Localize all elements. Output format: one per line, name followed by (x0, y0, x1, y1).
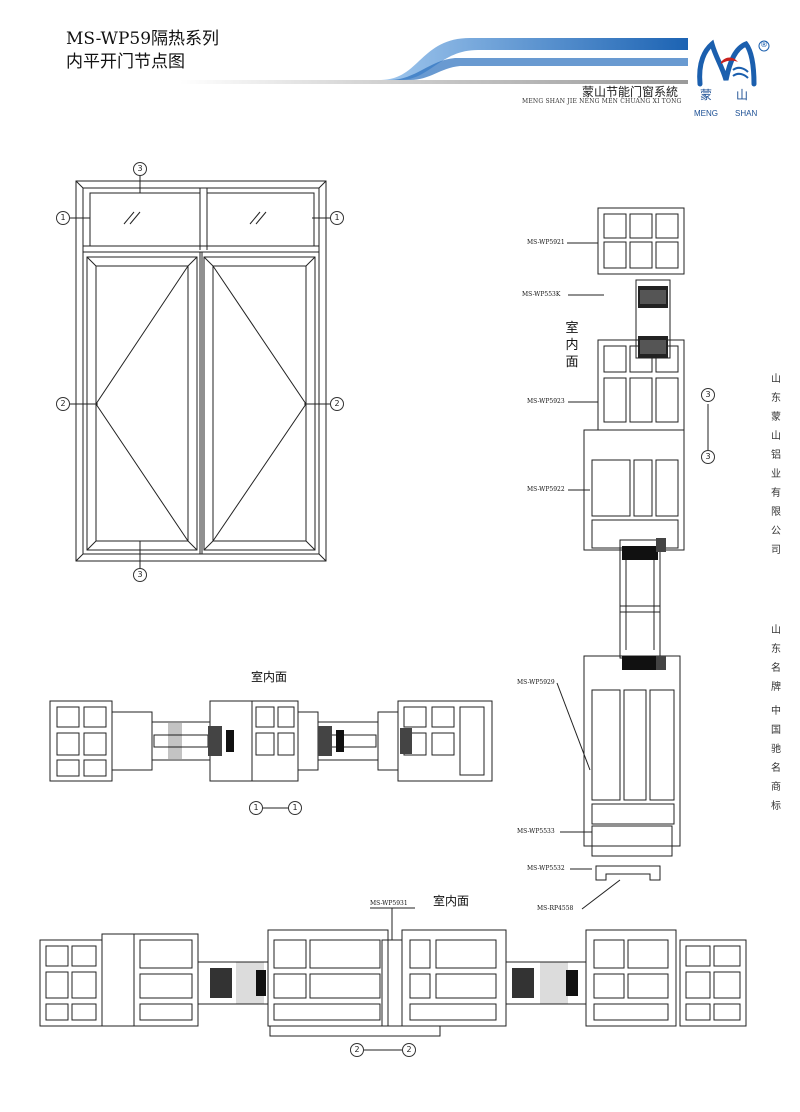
section-marker-3-top: 3 (133, 162, 147, 176)
logo-pinyin-right: SHAN (735, 109, 758, 118)
label-ms-wp5532: MS-WP5532 (527, 865, 565, 872)
section-3-marker-top: 3 (701, 388, 715, 402)
logo-cn-right: 山 (736, 88, 749, 102)
label-ms-rp4558: MS-RP4558 (537, 905, 574, 912)
section-3-indoor-label: 室内面 (565, 321, 579, 370)
company-name-cn: 蒙山节能门窗系統 (582, 85, 679, 99)
section-2-marker-right: 2 (402, 1043, 416, 1057)
label-ms-wp553k: MS-WP553K (522, 291, 561, 298)
section-2-marker-left: 2 (350, 1043, 364, 1057)
section-marker-2-left: 2 (56, 397, 70, 411)
section-marker-3-bottom: 3 (133, 568, 147, 582)
section-3-marker-bottom: 3 (701, 450, 715, 464)
title-line-2: 内平开门节点图 (66, 52, 185, 72)
label-ms-wp5923: MS-WP5923 (527, 398, 565, 405)
section-1-marker-right: 1 (288, 801, 302, 815)
side-company-name: 山东蒙山铝业有限公司 (771, 374, 781, 556)
label-ms-wp5922: MS-WP5922 (527, 486, 565, 493)
label-ms-wp5533: MS-WP5533 (517, 828, 555, 835)
section-1-indoor-label: 室内面 (251, 670, 288, 684)
title-line-1: MS-WP59隔热系列 (66, 29, 220, 49)
section-marker-2-right: 2 (330, 397, 344, 411)
logo-cn-left: 蒙 (700, 88, 713, 102)
section-2-indoor-label: 室内面 (433, 894, 470, 908)
section-marker-1-right: 1 (330, 211, 344, 225)
company-name-pinyin: MENG SHAN JIE NENG MEN CHUANG XI TONG (522, 98, 682, 105)
label-ms-wp5921: MS-WP5921 (527, 239, 565, 246)
side-brand-famous: 山东名牌 (771, 625, 781, 693)
registered-mark: ® (760, 40, 768, 49)
label-ms-wp5931: MS-WP5931 (370, 900, 408, 907)
side-brand-well-known: 中国驰名商标 (771, 706, 781, 812)
label-ms-wp5929: MS-WP5929 (517, 679, 555, 686)
logo-pinyin-left: MENG (694, 109, 718, 118)
section-1-marker-left: 1 (249, 801, 263, 815)
section-marker-1-left: 1 (56, 211, 70, 225)
